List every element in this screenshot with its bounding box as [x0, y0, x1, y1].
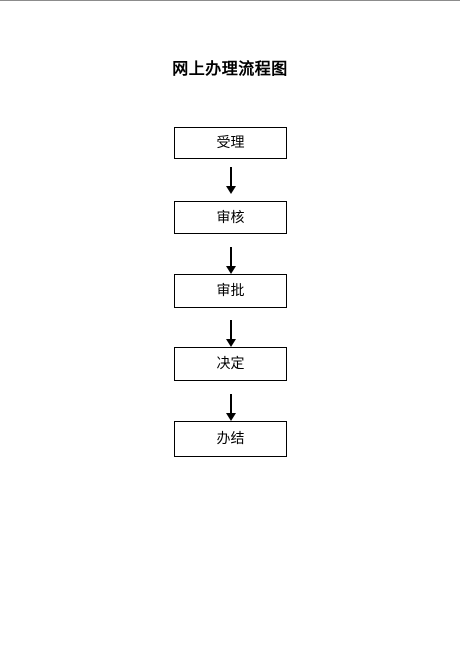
diagram-title: 网上办理流程图: [172, 59, 288, 78]
flow-arrow-3: [226, 320, 236, 347]
page-top-border: [0, 0, 460, 1]
flow-arrow-2: [226, 247, 236, 274]
flow-arrow-1: [226, 167, 236, 194]
step-box-review: 审核: [174, 201, 287, 234]
step-box-decide: 决定: [174, 347, 287, 381]
step-box-accept: 受理: [174, 127, 287, 159]
flow-arrow-4: [226, 394, 236, 421]
step-box-approve: 审批: [174, 274, 287, 308]
step-box-complete: 办结: [174, 421, 287, 457]
